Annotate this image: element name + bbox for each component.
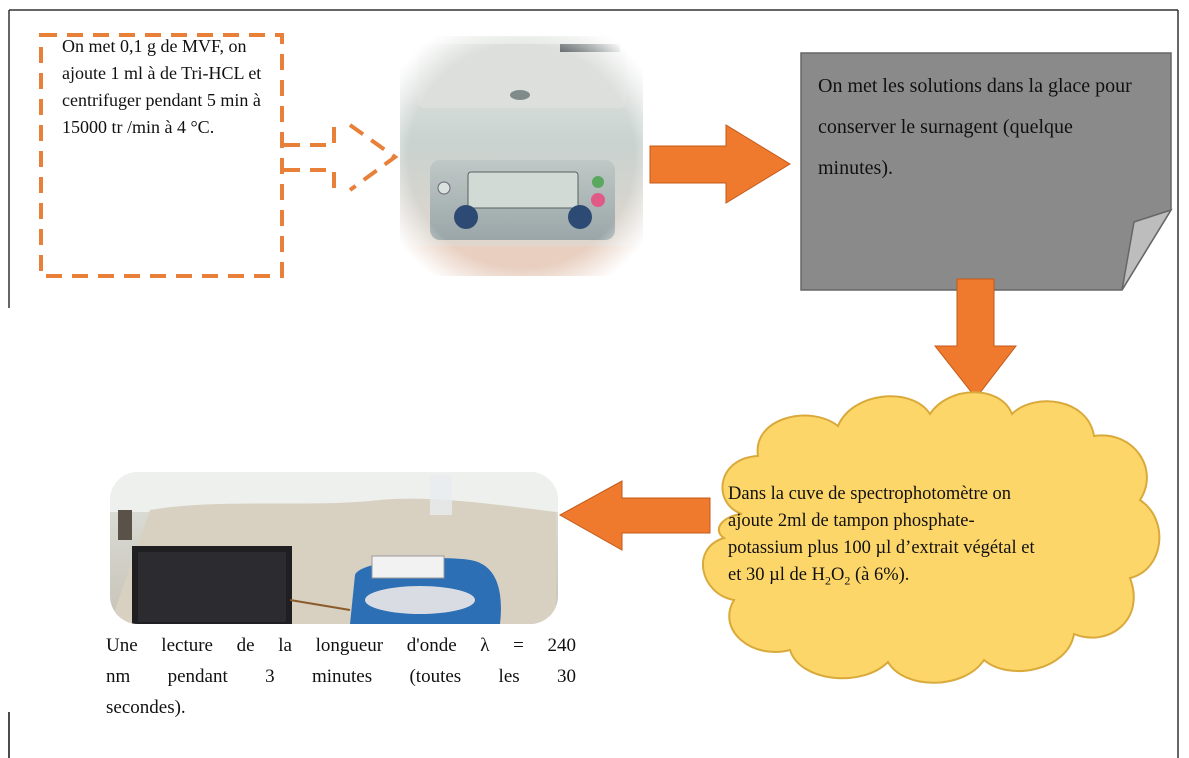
step1-dashed-box [39,33,284,278]
step3-line4-prefix: et 30 µl de H [728,565,825,585]
step1-text: On met 0,1 g de MVF, on ajoute 1 ml à de… [62,36,262,137]
step4-text: Une lecture de la longueur d'onde λ = 24… [106,630,576,723]
step3-line4-suffix: (à 6%). [850,565,910,585]
arrow-left [558,480,711,551]
step4-line3: secondes). [106,697,186,718]
step3-text: Dans la cuve de spectrophotomètre on ajo… [728,481,1164,595]
step3-line2: ajoute 2ml de tampon phosphate- [728,511,975,531]
dashed-arrow-1 [284,123,399,192]
spectrophotometer-photo [110,472,558,624]
step4-line1: Une lecture de la longueur d'onde λ = 24… [106,635,576,656]
step3-line4: et 30 µl de H2O2 (à 6%). [728,562,1164,595]
step3-sub2: 2 [844,573,851,588]
step3-cloud-shape [702,391,1161,684]
step2-text: On met les solutions dans la glace pour … [818,75,1132,179]
step4-line2: nm pendant 3 minutes (toutes les 30 [106,666,576,687]
step3-line3: potassium plus 100 µl d’extrait végétal … [728,538,1035,558]
arrow-down [933,278,1018,399]
step3-line1: Dans la cuve de spectrophotomètre on [728,484,1012,504]
centrifuge-photo [400,36,643,276]
arrow-right [649,124,791,204]
step3-sub1: 2 [824,573,831,588]
step2-note-shape [800,52,1173,291]
step3-mid: O [830,565,845,585]
